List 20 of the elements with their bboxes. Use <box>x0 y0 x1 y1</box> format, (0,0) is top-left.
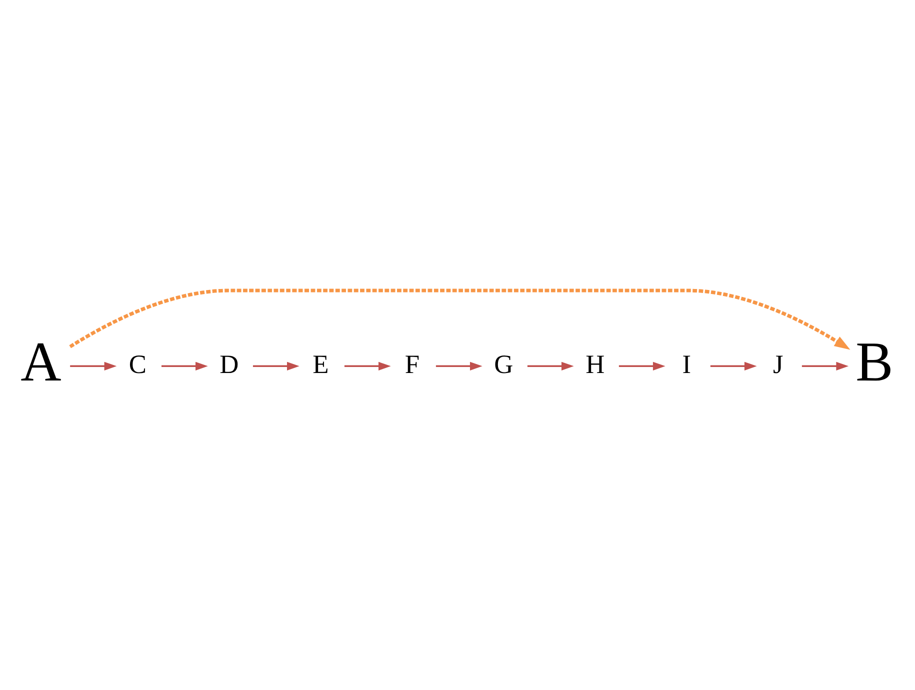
node-text: D <box>220 348 239 378</box>
node-text: C <box>128 348 147 378</box>
arrow <box>70 361 117 370</box>
arrow <box>252 361 300 370</box>
arrow <box>710 361 757 370</box>
arrow <box>618 361 666 370</box>
arrow <box>161 361 208 370</box>
arrow <box>802 361 849 370</box>
node-text: B <box>856 330 894 393</box>
arrow <box>527 361 574 370</box>
node-text: G <box>494 348 514 378</box>
node-text: J <box>773 348 784 378</box>
arrow <box>344 361 391 370</box>
node-text: I <box>682 348 692 378</box>
arrow <box>69 288 850 350</box>
node-text: F <box>404 348 420 378</box>
arrow <box>436 361 482 370</box>
node-text: A <box>20 330 62 393</box>
node-text: E <box>312 348 329 378</box>
node-text: H <box>586 348 605 378</box>
